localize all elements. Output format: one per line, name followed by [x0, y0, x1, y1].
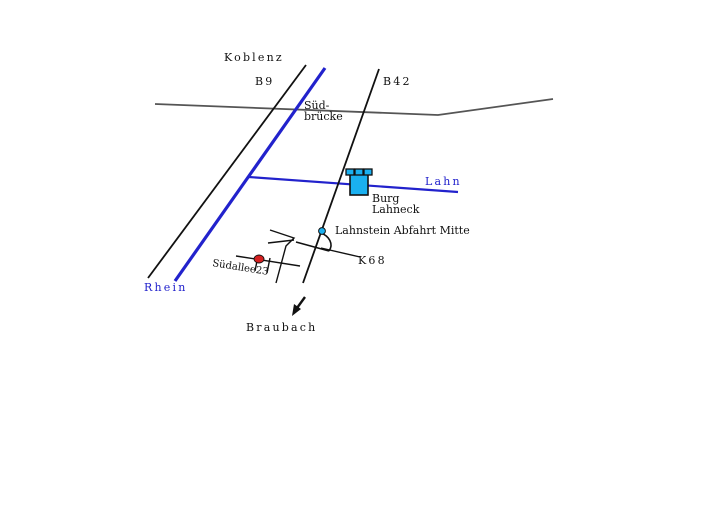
label-rhein: Rhein [144, 281, 187, 294]
location-marker-icon [253, 254, 265, 264]
junction-lahnstein [295, 227, 332, 252]
label-lahn: Lahn [425, 175, 462, 188]
label-b9: B9 [255, 75, 274, 88]
label-suedbruecke-line1: Süd- [304, 99, 330, 112]
label-burg-line1: Burg [372, 192, 399, 205]
label-k68: K68 [358, 254, 387, 267]
road-b9 [147, 64, 307, 279]
label-b42: B42 [383, 75, 412, 88]
castle-icon [345, 168, 373, 196]
road-k68 [320, 247, 361, 258]
label-braubach: Braubach [246, 321, 317, 334]
junction-dot-icon [318, 227, 326, 235]
label-abfahrt: Lahnstein Abfahrt Mitte [335, 224, 470, 237]
label-burg-line2: Lahneck [372, 203, 420, 216]
crossing-road [154, 98, 554, 116]
river-rhein [173, 67, 327, 282]
label-koblenz: Koblenz [224, 51, 284, 64]
label-suedbruecke-line2: brücke [304, 110, 343, 123]
arrow-down-left-icon [292, 296, 306, 316]
local-streets [235, 229, 301, 284]
